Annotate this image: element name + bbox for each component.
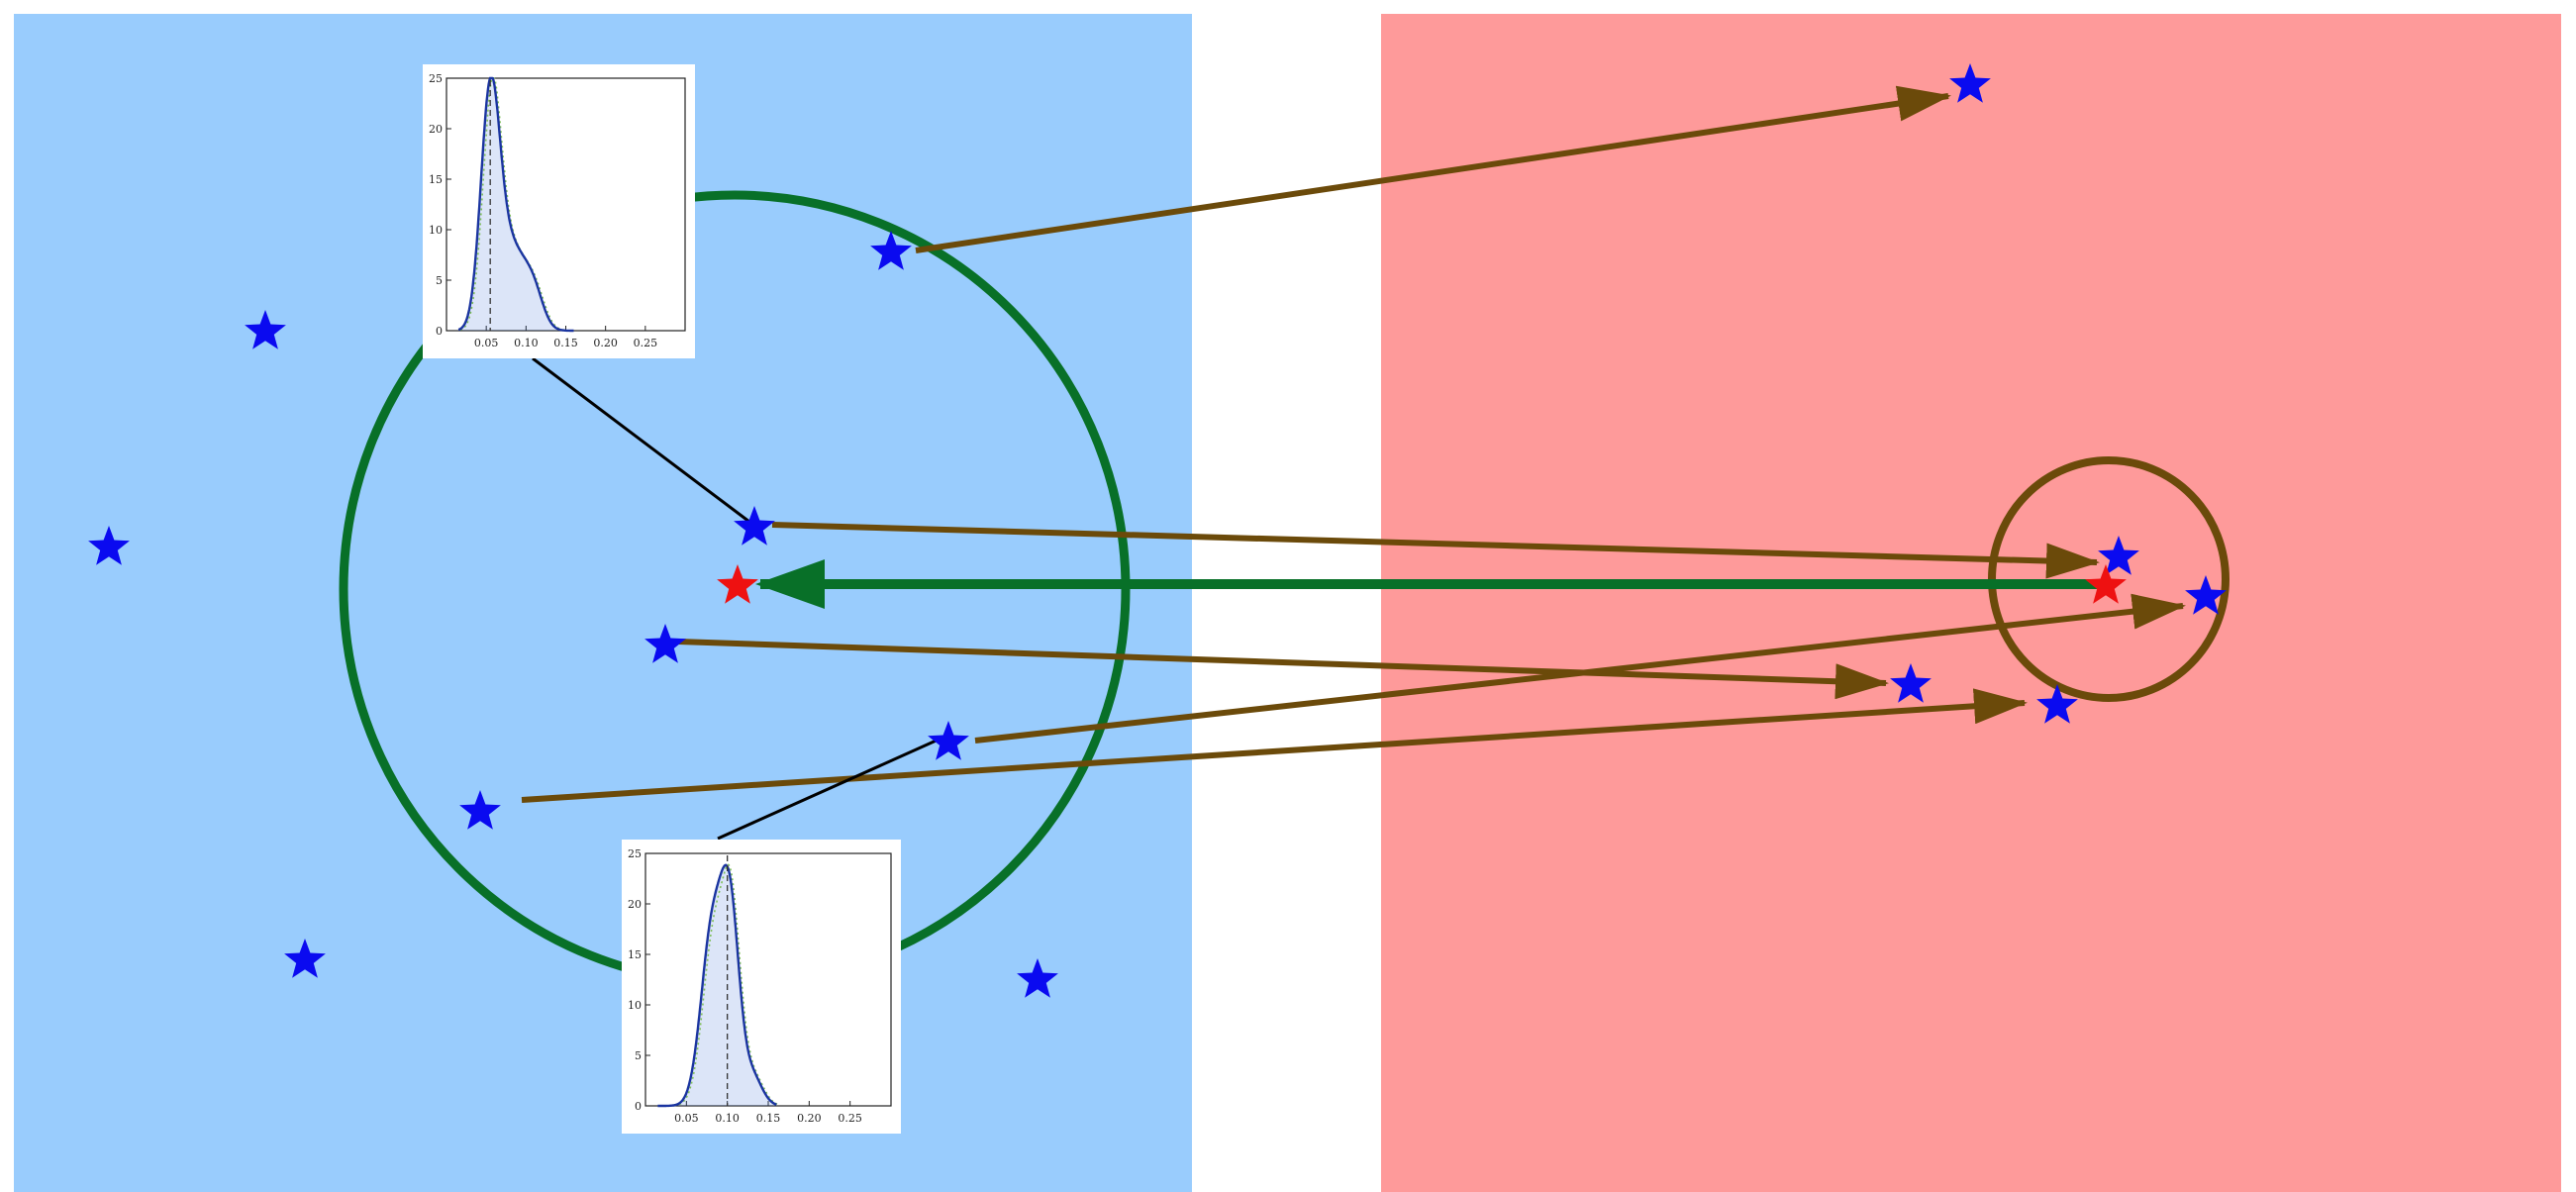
mapping-arrow [915,85,1951,253]
mapping-arrow [974,593,2186,744]
mapping-arrow [771,522,2100,579]
blue-star-icon [870,231,912,270]
mapping-arrow [521,688,2028,803]
stars-layer [88,63,2227,998]
x-tick-label: 0.15 [553,337,578,349]
x-tick-label: 0.25 [838,1112,862,1125]
x-tick-label: 0.15 [756,1112,781,1125]
density-curve [457,76,574,333]
y-tick-label: 10 [628,999,642,1012]
y-tick-label: 20 [429,123,443,136]
density-area [458,78,574,331]
blue-star-icon [88,526,130,565]
y-tick-label: 15 [628,948,642,961]
x-tick-label: 0.05 [474,337,499,349]
blue-star-icon [245,310,286,349]
density-curve [657,863,777,1108]
blue-star-icon [2098,536,2139,575]
inset-connector-line [717,737,941,841]
x-tick-label: 0.10 [715,1112,740,1125]
y-tick-label: 15 [429,173,443,186]
x-tick-label: 0.20 [593,337,618,349]
blue-star-icon [284,939,326,978]
inset-connector-line [532,356,750,524]
y-tick-label: 0 [436,325,443,338]
x-tick-label: 0.05 [674,1112,699,1125]
y-tick-label: 25 [429,72,443,85]
density-plot-bottom: 0 5 10 15 20 25 0.05 0.10 0.15 0.20 0.25 [622,840,901,1134]
red-star-icon [717,564,758,604]
blue-star-icon [2185,575,2227,615]
blue-star-icon [1890,663,1932,703]
y-tick-label: 25 [628,847,642,860]
mapping-arrow [677,639,1889,700]
y-tick-label: 20 [628,898,642,911]
x-tick-label: 0.25 [634,337,658,349]
y-tick-label: 5 [436,274,443,287]
blue-star-icon [734,506,775,546]
blue-star-icon [459,790,501,830]
blue-star-icon [1949,63,1991,103]
x-tick-label: 0.20 [797,1112,822,1125]
inset-background [423,64,695,358]
blue-star-icon [644,624,686,663]
y-tick-label: 5 [635,1049,642,1062]
red-star-icon [2085,564,2127,604]
density-plot-top: 0 5 10 15 20 25 0.05 0.10 0.15 0.20 0.25 [423,64,695,358]
blue-star-icon [1017,958,1058,998]
y-tick-label: 0 [635,1100,642,1113]
x-tick-label: 0.10 [514,337,539,349]
right-panel [1381,14,2561,1192]
mapping-arrows [521,85,2186,803]
y-tick-label: 10 [429,224,443,237]
density-samples-dotted [459,77,576,332]
blue-star-icon [2036,684,2078,724]
blue-star-icon [928,721,969,760]
